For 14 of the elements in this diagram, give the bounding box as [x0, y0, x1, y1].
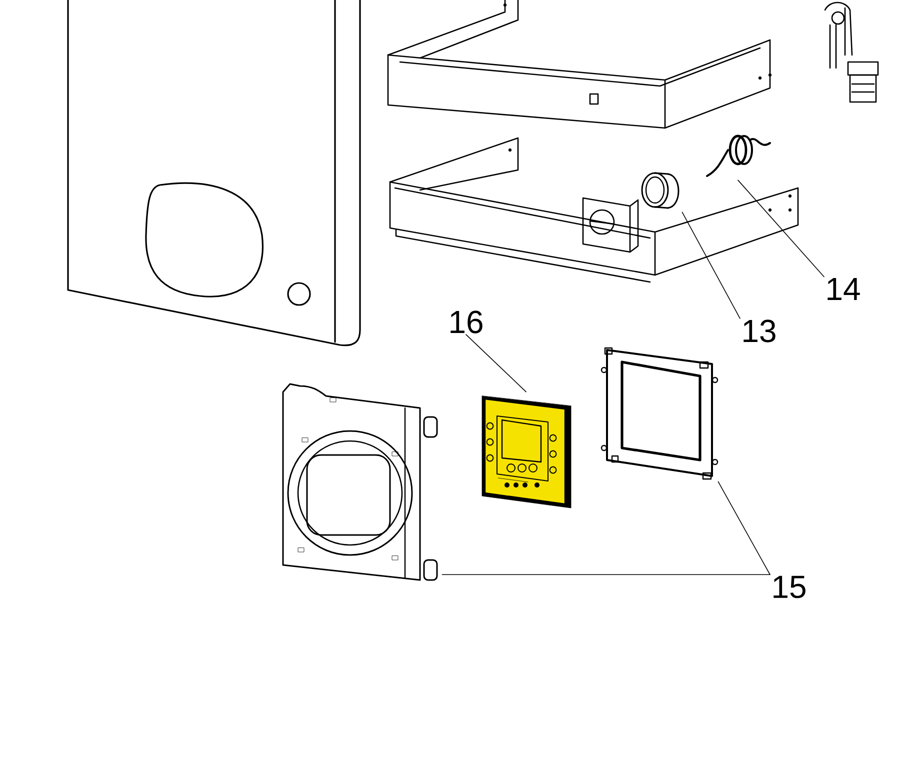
spring-drawing — [706, 134, 771, 177]
leader-line — [466, 334, 526, 392]
leader-line — [718, 481, 770, 576]
control-panel-drawing — [482, 396, 572, 508]
rear-frame-drawing — [600, 347, 718, 480]
front-frame-drawing — [282, 383, 438, 581]
callout-number: 16 — [450, 310, 482, 334]
leader-line — [442, 574, 770, 576]
leader-line — [738, 180, 824, 278]
callout-number: 13 — [744, 320, 776, 342]
leader-line — [682, 212, 740, 319]
grommet-drawing — [641, 172, 680, 209]
callout-number: 15 — [774, 576, 806, 598]
callout-number: 14 — [828, 278, 860, 300]
